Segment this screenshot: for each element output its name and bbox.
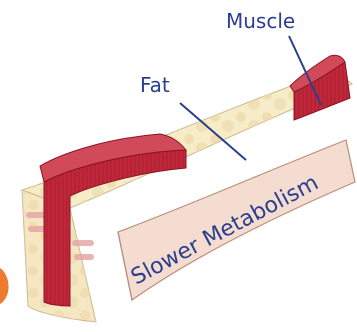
muscle-label: Muscle [226, 9, 295, 33]
fat-label: Fat [140, 73, 170, 97]
orange-accent-shape [0, 268, 9, 304]
